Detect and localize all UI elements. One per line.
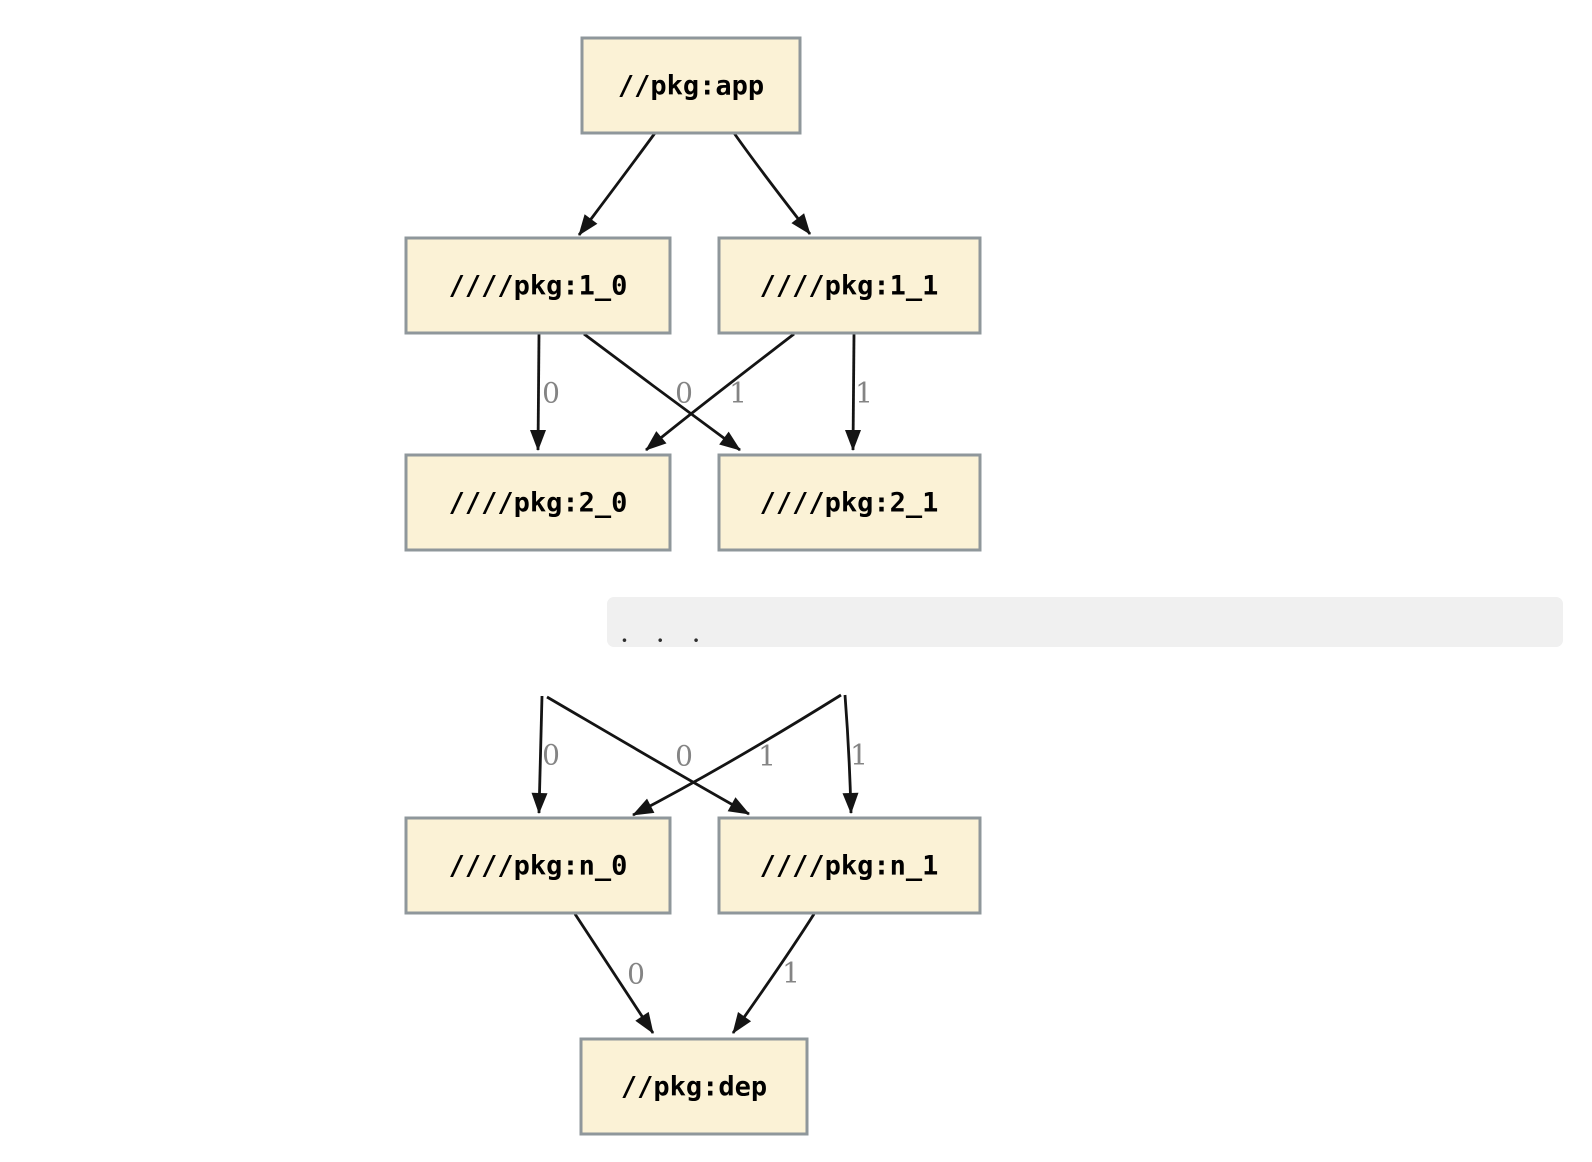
edge-label-elided0-n_0: 0 [542,739,560,772]
edge-label-n_0-dep: 0 [627,958,645,991]
node-pkg2_0: ////pkg:2_0 [404,453,672,552]
node-pkgn_0: ////pkg:n_0 [404,816,672,915]
node-pkgn_0-box [404,816,672,915]
edge-1_0-to-2_0 [530,333,547,451]
node-pkgn_1: ////pkg:n_1 [717,816,982,915]
edge-app-to-1_1 [732,132,812,235]
edge-elided1-to-n_1 [842,694,859,814]
node-app-label: //pkg:app [618,71,764,102]
node-pkg2_1: ////pkg:2_1 [717,453,982,552]
node-app: //pkg:app [580,36,802,135]
node-pkg1_0-label: ////pkg:1_0 [449,271,628,302]
edge-elided0-to-n_1 [546,695,750,816]
node-pkg1_0: ////pkg:1_0 [404,236,672,335]
node-pkg2_0-box [404,453,672,552]
edge-label-elided1-n_0: 1 [758,740,776,773]
node-pkg2_0-label: ////pkg:2_0 [449,488,628,519]
edge-label-1_0-2_0: 0 [542,377,560,410]
node-dep-box [579,1037,809,1136]
node-pkgn_0-label: ////pkg:n_0 [449,851,628,882]
node-pkg2_1-box [717,453,982,552]
node-app-box [580,36,802,135]
node-pkg1_1: ////pkg:1_1 [717,236,982,335]
edge-elided0-to-n_0 [531,695,548,814]
node-pkgn_1-label: ////pkg:n_1 [760,851,939,882]
node-dep: //pkg:dep [579,1037,809,1136]
edge-label-elided0-n_1: 0 [675,740,693,773]
node-pkgn_1-box [717,816,982,915]
edge-1_1-to-2_0 [645,332,795,452]
edge-label-1_1-2_1: 1 [855,377,873,410]
ellipsis-band [607,597,1563,647]
edge-label-n_1-dep: 1 [782,957,800,990]
node-pkg2_1-label: ////pkg:2_1 [760,488,939,519]
node-pkg1_1-box [717,236,982,335]
node-pkg1_1-label: ////pkg:1_1 [760,271,939,302]
edge-elided1-to-n_0 [632,693,842,817]
edge-n_0-to-dep [573,913,655,1034]
edge-1_0-to-2_1 [583,332,741,452]
edge-app-to-1_0 [577,132,657,236]
edge-n_1-to-dep [731,913,816,1034]
edge-label-1_0-2_1: 0 [675,377,693,410]
node-dep-label: //pkg:dep [621,1072,767,1103]
edge-1_1-to-2_1 [845,333,862,451]
edge-label-1_1-2_0: 1 [729,377,747,410]
edge-label-elided1-n_1: 1 [850,739,868,772]
ellipsis-dots: . . . [620,616,701,649]
node-pkg1_0-box [404,236,672,335]
